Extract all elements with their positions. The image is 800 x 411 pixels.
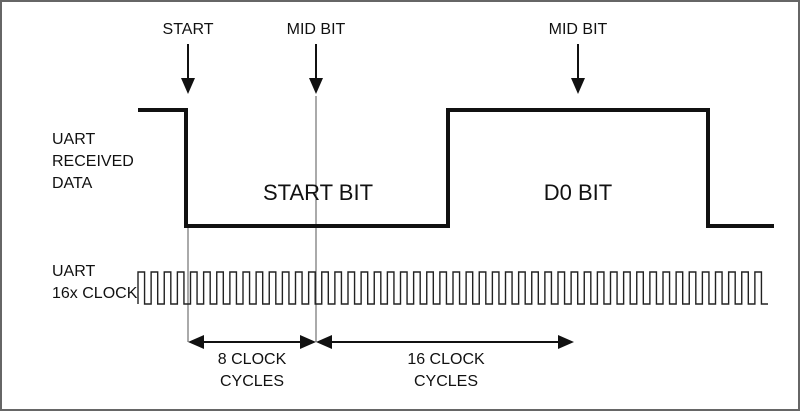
received-data-waveform [138,108,774,228]
sixteen-cycles-line-2: CYCLES [414,373,478,390]
clock-label-line-2: 16x CLOCK [52,285,138,302]
start-marker-label: START [163,21,214,38]
mid-bit-marker-label-1: MID BIT [287,21,346,38]
sixteen-clock-cycles-label: 16 CLOCK CYCLES [407,351,485,390]
received-data-label-line-1: UART [52,131,95,148]
received-data-label-line-2: RECEIVED [52,153,134,170]
d0-bit-label: D0 BIT [544,180,612,205]
clock-label-line-1: UART [52,263,95,280]
received-data-label-line-3: DATA [52,175,93,192]
received-data-signal-label: UART RECEIVED DATA [52,131,134,192]
eight-cycles-line-1: 8 CLOCK [218,351,287,368]
start-down-arrow [181,44,195,94]
mid-bit-marker-label-2: MID BIT [549,21,608,38]
eight-cycle-interval-arrow [188,335,316,349]
clock-waveform [137,271,768,305]
mid-bit-down-arrow-2 [571,44,585,94]
eight-cycles-line-2: CYCLES [220,373,284,390]
clock-signal-label: UART 16x CLOCK [52,263,138,302]
sixteen-cycles-line-1: 16 CLOCK [407,351,485,368]
eight-clock-cycles-label: 8 CLOCK CYCLES [218,351,287,390]
sixteen-cycle-interval-arrow [316,335,574,349]
mid-bit-down-arrow-1 [309,44,323,94]
start-bit-label: START BIT [263,180,373,205]
